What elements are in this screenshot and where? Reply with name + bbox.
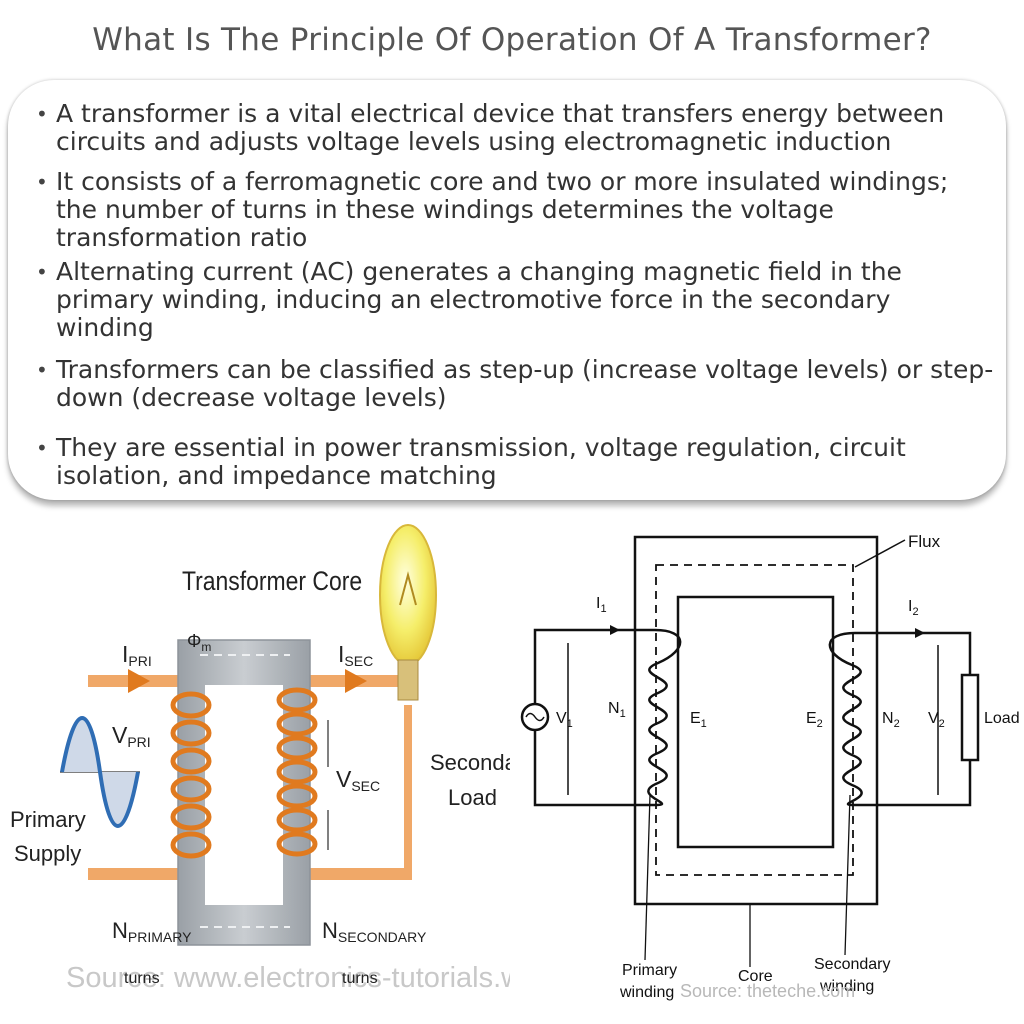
- n-primary-label: N: [112, 918, 128, 943]
- i-pri-subscript: PRI: [128, 653, 151, 669]
- svg-text:I1: I1: [596, 595, 607, 615]
- bullet-item: It consists of a ferromagnetic core and …: [34, 168, 994, 252]
- n2-label: N: [882, 710, 894, 727]
- secondary-bottom-wire: [300, 868, 412, 880]
- primary-supply-label-1: Primary: [10, 807, 86, 832]
- v-sec-subscript: SEC: [351, 778, 380, 794]
- v-pri-subscript: PRI: [127, 734, 150, 750]
- i2-label: I: [908, 598, 912, 615]
- primary-coil: [170, 691, 212, 859]
- primary-winding-label-2: winding: [619, 984, 674, 1001]
- core-window: [205, 685, 283, 905]
- secondary-winding-coil: [828, 631, 863, 807]
- i2-subscript: 2: [912, 606, 918, 618]
- svg-text:E1: E1: [690, 710, 707, 730]
- core-label-schematic: Core: [738, 968, 773, 985]
- n1-label: N: [608, 700, 620, 717]
- svg-text:IPRI: IPRI: [122, 641, 152, 669]
- secondary-winding-label-2: winding: [819, 978, 874, 995]
- flux-label: Flux: [908, 532, 941, 551]
- e1-label: E: [690, 710, 701, 727]
- svg-text:ISEC: ISEC: [338, 641, 373, 669]
- core-label: Transformer Core: [182, 566, 362, 596]
- secondary-coil: [276, 687, 318, 857]
- bullet-item: Transformers can be classified as step-u…: [34, 356, 994, 412]
- svg-text:NSECONDARY: NSECONDARY: [322, 918, 427, 945]
- secondary-riser-wire: [404, 705, 412, 880]
- e1-subscript: 1: [701, 718, 707, 730]
- v2-subscript: 2: [939, 718, 945, 730]
- v1-subscript: 1: [567, 718, 573, 730]
- load-label: Load: [984, 710, 1020, 727]
- svg-text:N1: N1: [608, 700, 626, 720]
- svg-text:NPRIMARY: NPRIMARY: [112, 918, 192, 945]
- page-title: What Is The Principle Of Operation Of A …: [92, 22, 932, 58]
- primary-bottom-wire: [88, 868, 188, 880]
- v2-label: V: [928, 710, 939, 727]
- turns-label-primary: turns: [124, 970, 160, 987]
- flux-arrow-line: [854, 539, 906, 568]
- schematic-core-outer: [633, 535, 879, 906]
- bullet-item: Alternating current (AC) generates a cha…: [34, 258, 994, 342]
- svg-text:N2: N2: [882, 710, 900, 730]
- flux-path: [655, 564, 854, 876]
- i-pri-label: I: [122, 641, 128, 667]
- bullet-item: A transformer is a vital electrical devi…: [34, 100, 994, 156]
- secondary-current-arrow: [345, 669, 367, 693]
- e2-subscript: 2: [817, 718, 823, 730]
- e2-label: E: [806, 710, 817, 727]
- v1-label: V: [556, 710, 567, 727]
- bullet-item: They are essential in power transmission…: [34, 434, 994, 490]
- i-sec-label: I: [338, 641, 344, 667]
- primary-winding-label-1: Primary: [622, 962, 677, 979]
- svg-text:VPRI: VPRI: [112, 722, 151, 750]
- n-secondary-label: N: [322, 918, 338, 943]
- phi-label: Φ: [187, 631, 201, 651]
- primary-circuit-wire: [533, 628, 655, 807]
- i1-subscript: 1: [600, 603, 606, 615]
- load-resistor: [960, 673, 980, 762]
- transformer-illustration: Transformer Core IPRI: [10, 524, 510, 994]
- svg-text:Φm: Φm: [187, 631, 211, 654]
- ac-waveform-icon: [60, 716, 140, 828]
- phi-subscript: m: [201, 640, 211, 654]
- svg-text:V2: V2: [928, 710, 945, 730]
- secondary-winding-leader: [844, 794, 851, 956]
- n-primary-subscript: PRIMARY: [128, 929, 192, 945]
- n-secondary-subscript: SECONDARY: [338, 929, 427, 945]
- svg-text:V1: V1: [556, 710, 573, 730]
- svg-text:E2: E2: [806, 710, 823, 730]
- v-pri-label: V: [112, 722, 128, 748]
- n2-subscript: 2: [894, 718, 900, 730]
- source-credit-left: Source: www.electronics-tutorials.ws: [66, 962, 510, 994]
- i-sec-subscript: SEC: [344, 653, 373, 669]
- turns-label-secondary: turns: [342, 970, 378, 987]
- svg-text:I2: I2: [908, 598, 919, 618]
- n1-subscript: 1: [620, 708, 626, 720]
- i1-label: I: [596, 595, 600, 612]
- secondary-load-label-1: Secondary: [430, 750, 510, 775]
- schematic-core-inner: [676, 595, 835, 849]
- transformer-schematic: Flux I1 I2 V1 V2 N1 N2 E1 E2 Load Primar…: [520, 532, 1020, 1001]
- secondary-load-label-2: Load: [448, 785, 497, 810]
- light-bulb-icon: [379, 524, 437, 701]
- primary-winding-leader: [644, 794, 651, 961]
- source-credit-right: Source: theteche.com: [680, 981, 855, 1001]
- svg-text:VSEC: VSEC: [336, 766, 380, 794]
- bullet-list: A transformer is a vital electrical devi…: [34, 100, 994, 490]
- primary-winding-coil: [647, 628, 682, 807]
- secondary-winding-label-1: Secondary: [814, 956, 891, 973]
- primary-current-arrow: [128, 669, 150, 693]
- v-sec-label: V: [336, 766, 352, 792]
- secondary-circuit-wire: [855, 631, 972, 807]
- primary-supply-label-2: Supply: [14, 841, 81, 866]
